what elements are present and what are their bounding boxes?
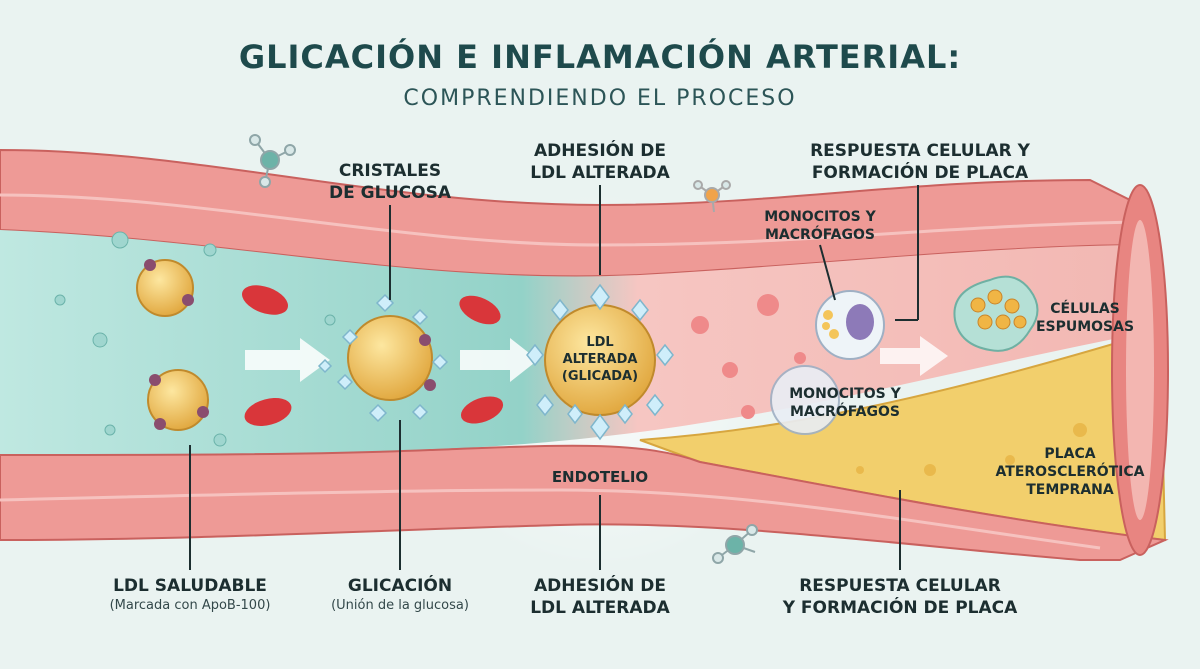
label-response-bottom: RESPUESTA CELULAR Y FORMACIÓN DE PLACA: [782, 576, 1018, 618]
page-subtitle: COMPRENDIENDO EL PROCESO: [403, 86, 797, 111]
molecule-bottom-icon: [712, 524, 758, 564]
label-healthy-ldl: LDL SALUDABLE: [113, 576, 267, 596]
label-monocytes-top: MONOCITOS Y MACRÓFAGOS: [764, 209, 876, 243]
label-monocytes-mid: MONOCITOS Y MACRÓFAGOS: [789, 386, 901, 420]
label-adhesion-top: ADHESIÓN DE LDL ALTERADA: [530, 141, 670, 183]
label-adhesion-bottom: ADHESIÓN DE LDL ALTERADA: [530, 576, 670, 618]
label-endothelium: ENDOTELIO: [551, 468, 649, 486]
label-plaque: PLACA ATEROSCLERÓTICA TEMPRANA: [995, 446, 1145, 498]
label-glucose-crystals: CRISTALES DE GLUCOSA: [329, 161, 451, 203]
note-healthy-ldl: (Marcada con ApoB-100): [109, 598, 271, 613]
ldl-healthy-top: [136, 259, 194, 317]
glucose-molecule-icon: [249, 134, 296, 188]
molecule-icon: [693, 180, 731, 213]
note-glycation: (Unión de la glucosa): [331, 598, 469, 613]
ldl-healthy-bottom: [147, 369, 209, 431]
label-response-top: RESPUESTA CELULAR Y FORMACIÓN DE PLACA: [810, 141, 1030, 183]
lower-arterial-wall: [0, 444, 1169, 561]
label-foam-cells: CÉLULAS ESPUMOSAS: [1035, 301, 1135, 335]
foam-cell: [953, 275, 1039, 352]
page-title: GLICACIÓN E INFLAMACIÓN ARTERIAL:: [238, 38, 962, 76]
label-ldl-altered: LDL ALTERADA (GLICADA): [561, 335, 639, 384]
monocyte-mid: [770, 365, 840, 435]
label-glycation: GLICACIÓN: [347, 576, 453, 596]
ldl-glycating: [347, 315, 433, 401]
